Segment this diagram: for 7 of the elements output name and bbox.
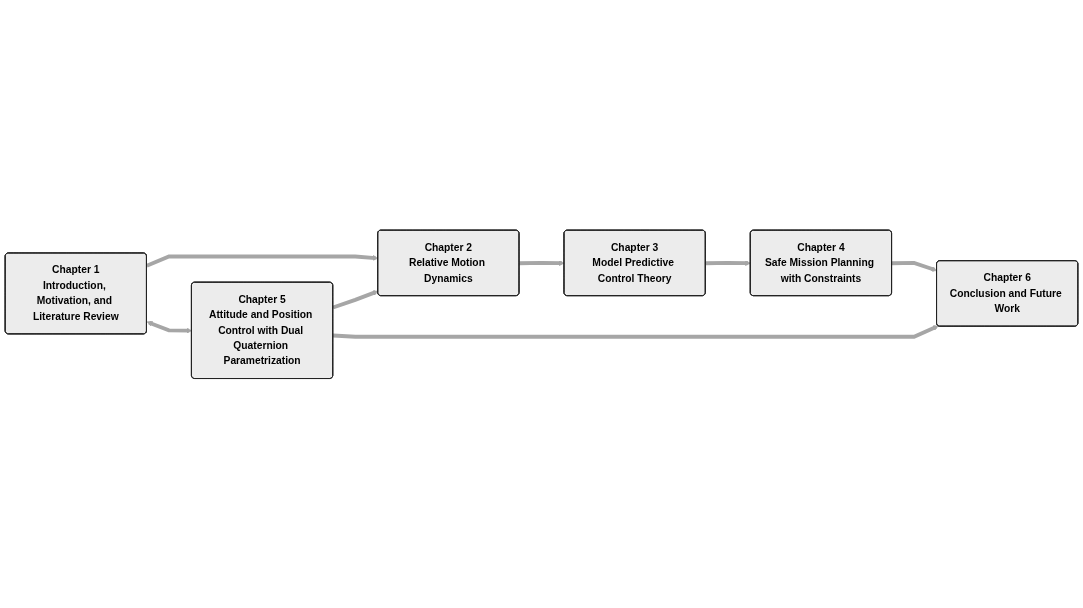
arrow <box>519 260 565 266</box>
arrow <box>332 290 379 309</box>
arrow <box>146 254 379 268</box>
arrow <box>891 260 938 272</box>
arrow <box>332 324 939 339</box>
arrow <box>146 320 192 334</box>
arrow <box>705 260 751 266</box>
